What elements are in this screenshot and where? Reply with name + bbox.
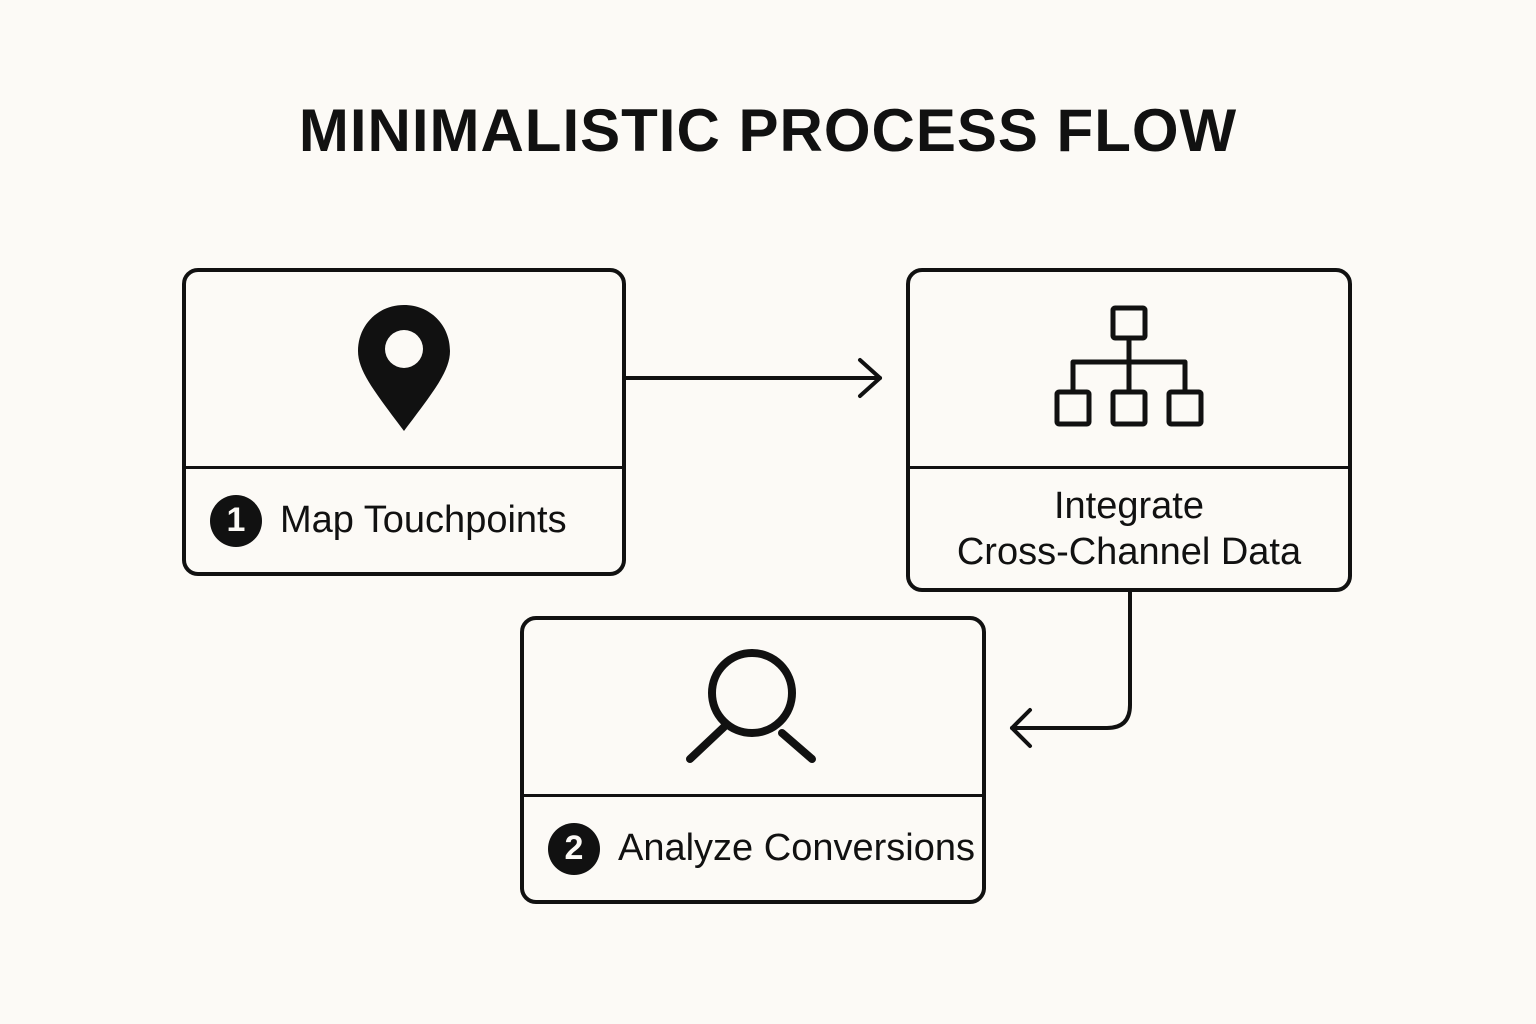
step-integrate-data: Integrate Cross-Channel Data [906,268,1352,592]
magnifier-icon [686,649,816,763]
divider [910,466,1348,469]
step-label-line2: Cross-Channel Data [956,530,1302,573]
page-title: MINIMALISTIC PROCESS FLOW [298,97,1238,164]
divider [524,794,982,797]
step-analyze-conversions: 2 Analyze Conversions [520,616,986,904]
hierarchy-icon [1054,305,1204,427]
step-number-badge: 1 [210,494,262,547]
step-map-touchpoints: 1 Map Touchpoints [182,268,626,576]
step-number-badge: 2 [548,822,600,875]
divider [186,466,622,469]
map-pin-icon [358,305,450,431]
step-label: Integrate Cross-Channel Data [957,483,1301,575]
arrow-2-to-3 [1010,590,1132,748]
arrow-1-to-2 [624,358,882,398]
step-label-line1: Integrate [1053,484,1204,527]
step-label: Analyze Conversions [618,827,975,869]
step-label: Map Touchpoints [280,499,567,541]
